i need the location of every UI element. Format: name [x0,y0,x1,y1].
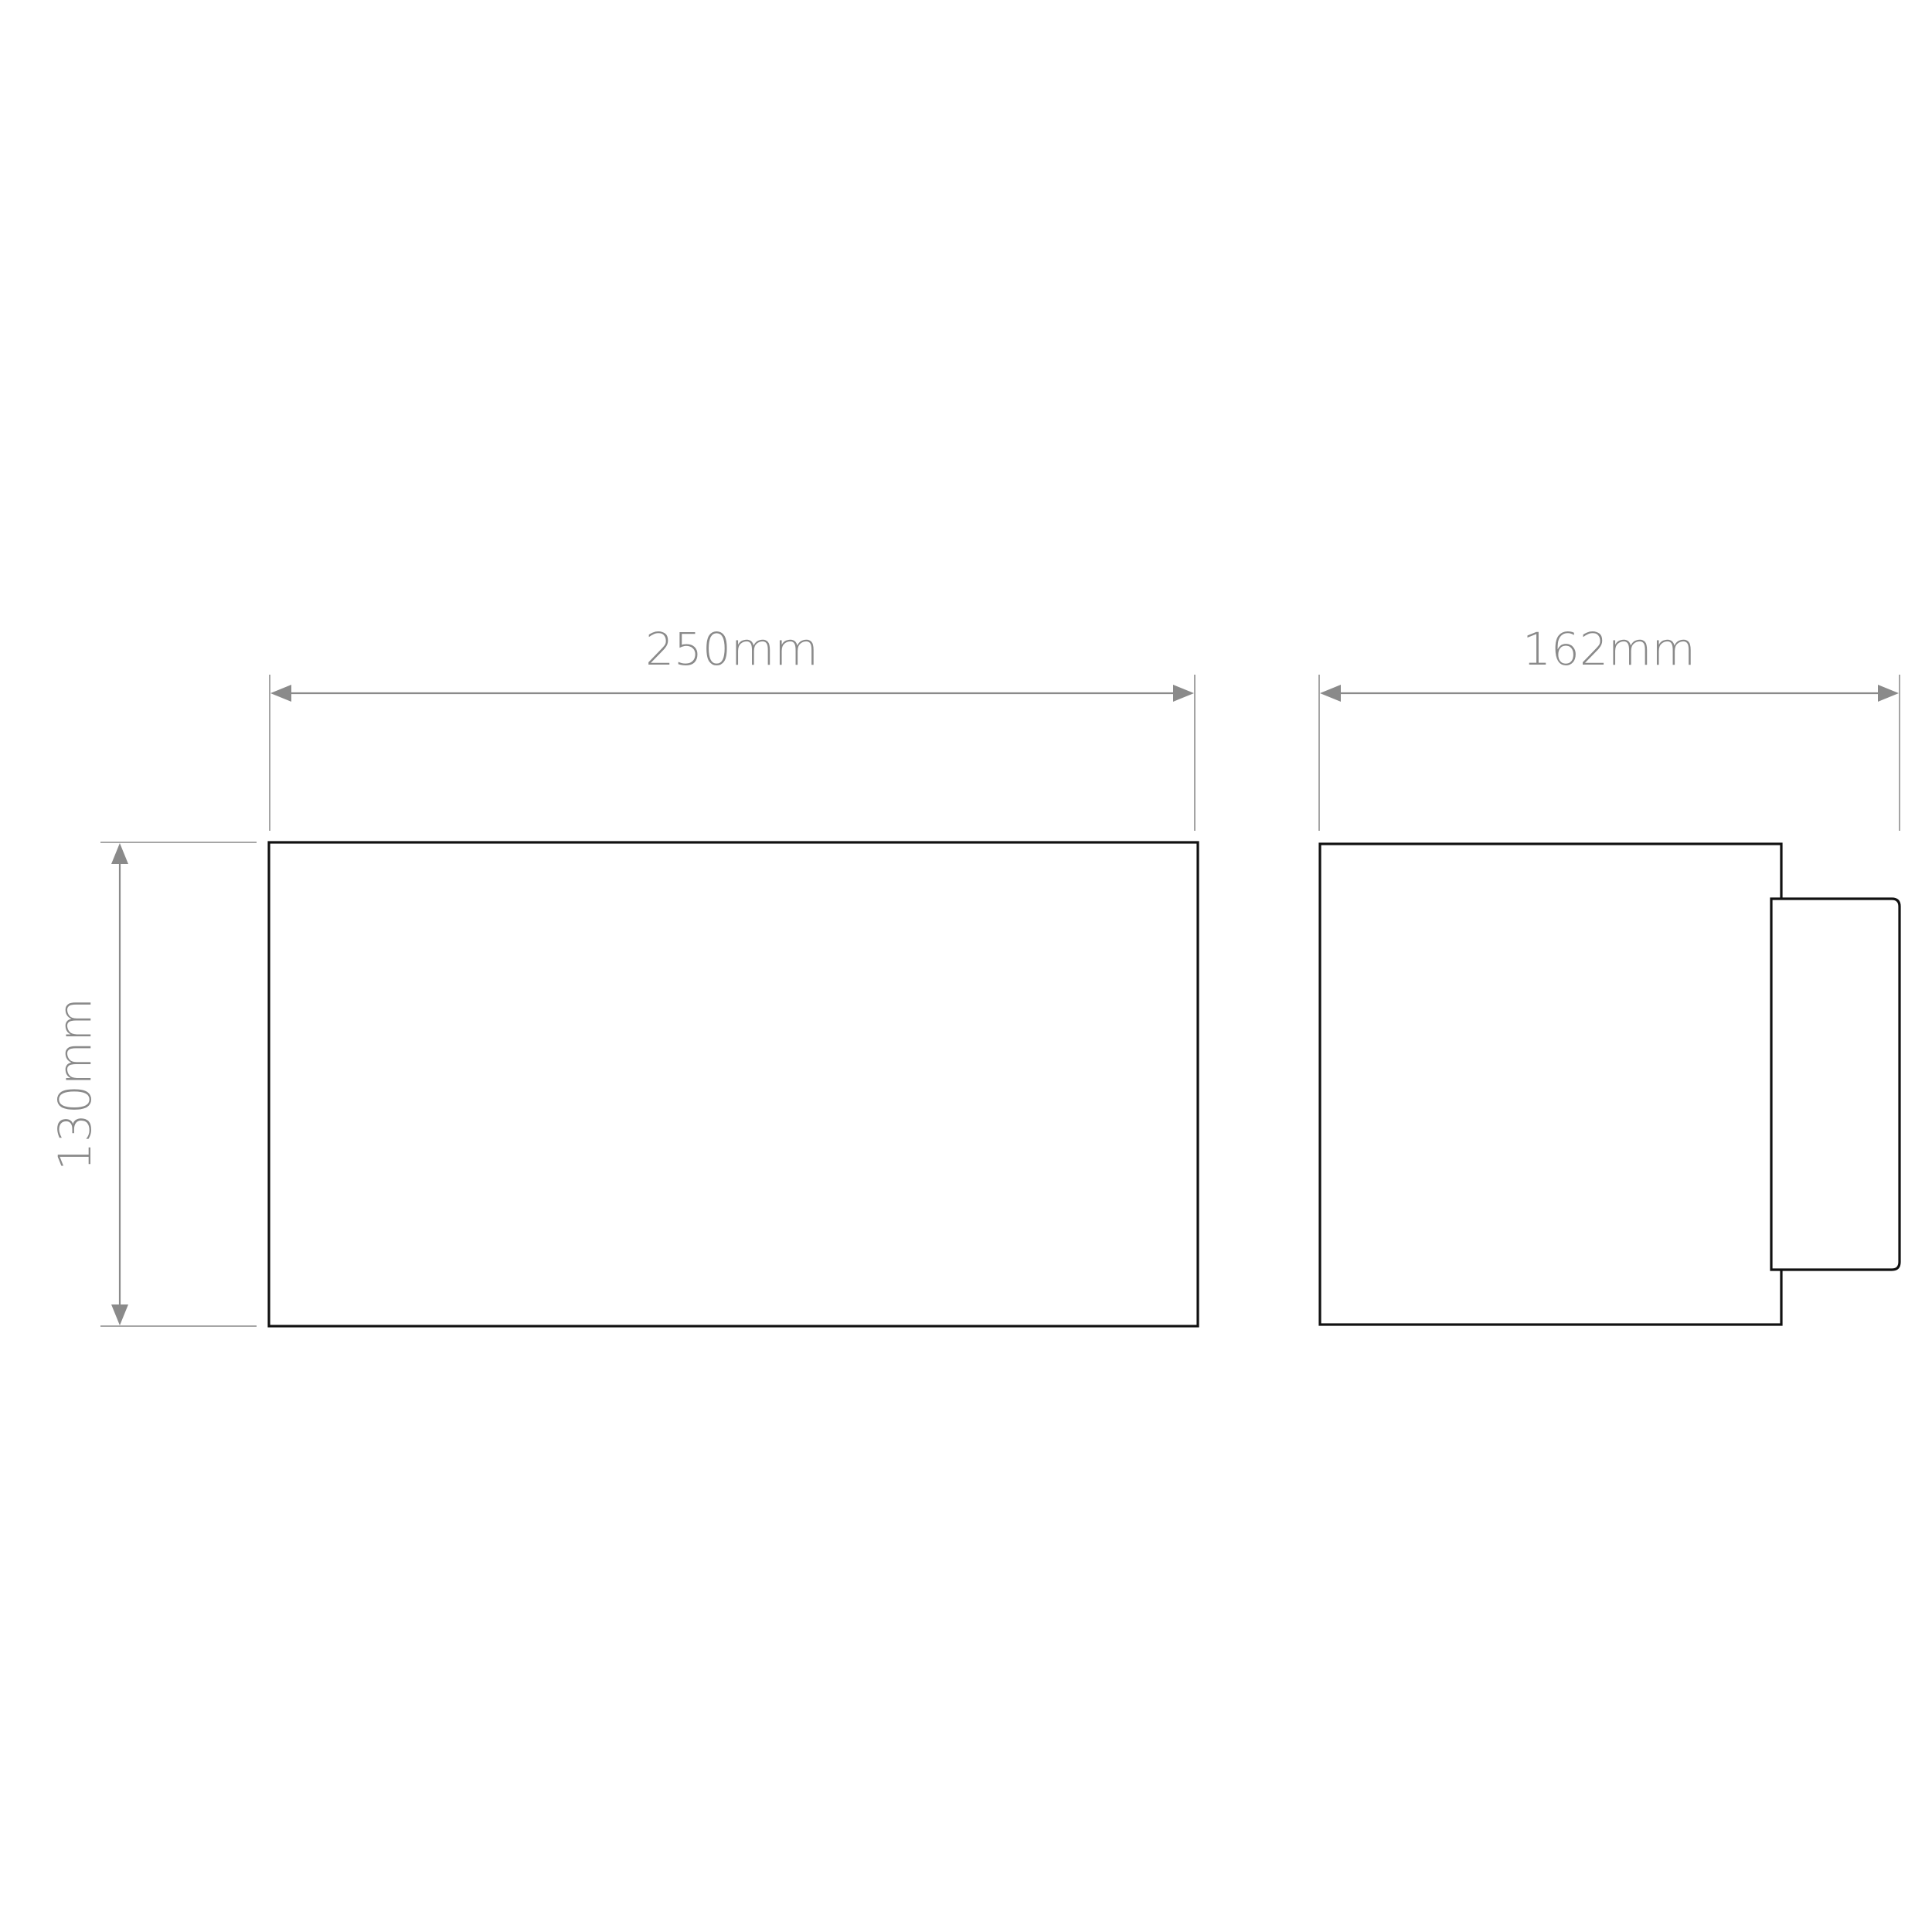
height-dimension: 130mm [49,842,257,1327]
front-view-outline [267,841,1199,1328]
depth-dimension: 162mm [1318,623,1900,831]
depth-arrow-right [1878,685,1899,702]
side-view [1318,842,1901,1326]
side-view-body-outline [1318,842,1783,1326]
height-label: 130mm [49,998,101,1171]
height-arrow-bottom [111,1304,128,1325]
depth-arrow-left [1320,685,1341,702]
width-label: 250mm [645,623,818,675]
height-arrow-top [111,843,128,864]
width-dimension: 250mm [269,623,1196,831]
side-view-backplate-outline [1770,897,1901,1271]
width-arrow-left [270,685,291,702]
depth-label: 162mm [1522,623,1696,675]
width-arrow-right [1173,685,1194,702]
